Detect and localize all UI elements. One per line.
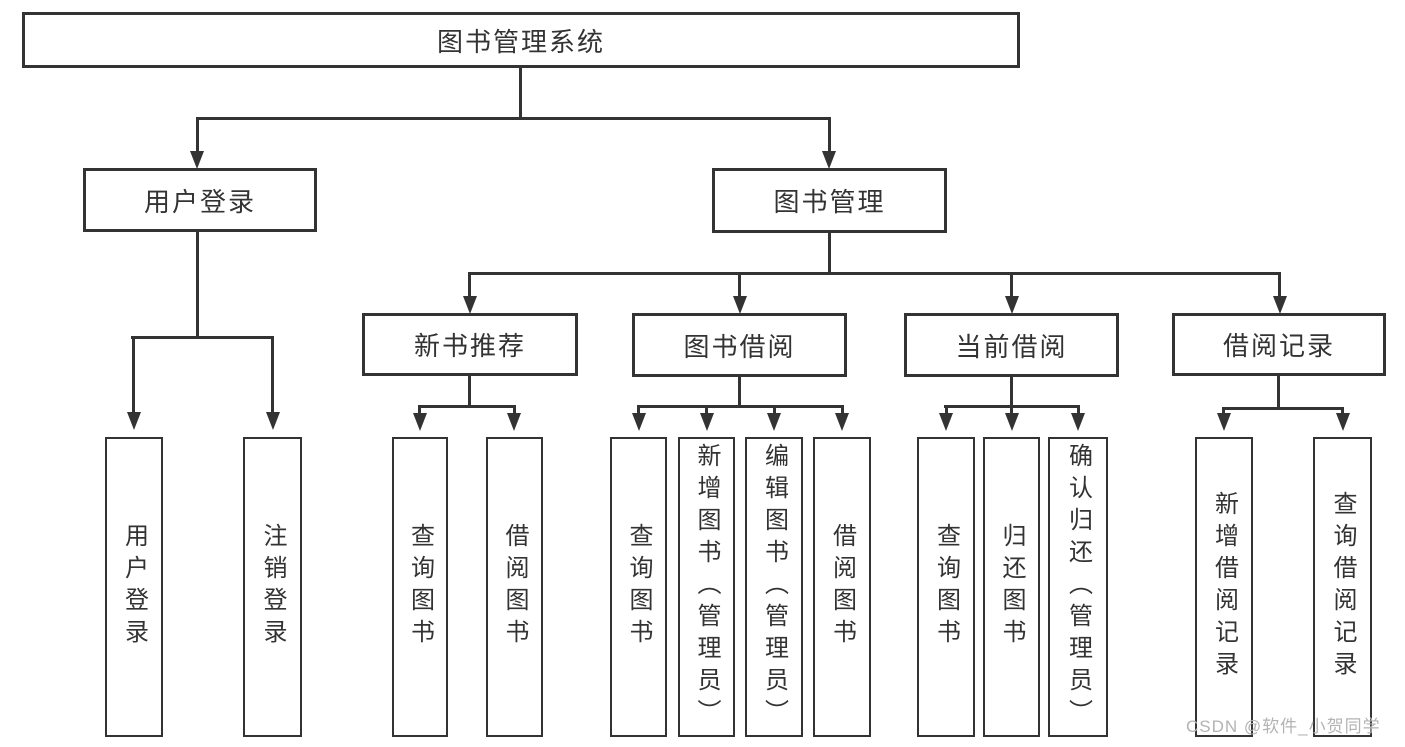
connector-line <box>637 405 640 415</box>
connector-line <box>841 405 844 415</box>
leaf-label: 新增图书（管理员） <box>693 443 720 731</box>
arrowhead-icon <box>632 413 646 431</box>
arrowhead-icon <box>700 413 714 431</box>
connector-line <box>468 272 471 298</box>
connector-line <box>196 117 199 153</box>
arrowhead-icon <box>835 413 849 431</box>
leaf-label: 确认归还（管理员） <box>1064 443 1092 731</box>
arrowhead-icon <box>1005 296 1019 314</box>
leaf-label: 注销登录 <box>259 523 286 651</box>
connector-line <box>1222 407 1344 410</box>
connector-line <box>738 374 741 407</box>
leaf-label: 查询借阅记录 <box>1329 491 1356 683</box>
node-new-book-recommend: 新书推荐 <box>362 313 578 376</box>
arrowhead-icon <box>1071 413 1085 431</box>
connector-line <box>945 405 948 415</box>
leaf-label: 借阅图书 <box>828 523 856 651</box>
leaf-query-borrow-record: 查询借阅记录 <box>1313 437 1372 737</box>
leaf-label: 查询图书 <box>625 523 652 651</box>
connector-line <box>271 336 274 414</box>
connector-line <box>738 272 741 298</box>
node-label: 图书管理 <box>773 187 886 217</box>
arrowhead-icon <box>1005 413 1019 431</box>
leaf-label: 新增借阅记录 <box>1210 491 1238 683</box>
node-book-borrowing: 图书借阅 <box>632 313 847 377</box>
connector-line <box>1341 407 1344 415</box>
node-label: 新书推荐 <box>413 331 526 361</box>
arrowhead-icon <box>507 413 521 431</box>
arrowhead-icon <box>127 412 141 430</box>
arrowhead-icon <box>1217 413 1231 431</box>
leaf-edit-books-admin: 编辑图书（管理员） <box>745 437 803 737</box>
node-label: 当前借阅 <box>955 331 1068 362</box>
leaf-label: 查询图书 <box>932 523 960 651</box>
leaf-logout: 注销登录 <box>243 437 302 737</box>
connector-line <box>1010 272 1013 298</box>
arrowhead-icon <box>767 413 781 431</box>
connector-line <box>132 336 135 414</box>
leaf-return-books: 归还图书 <box>983 437 1040 737</box>
leaf-label: 用户登录 <box>120 523 148 651</box>
leaf-query-books-borrowing: 查询图书 <box>610 437 667 737</box>
connector-line <box>519 67 522 118</box>
connector-line <box>1222 407 1225 415</box>
node-label: 图书借阅 <box>683 331 796 362</box>
arrowhead-icon <box>822 151 836 169</box>
leaf-borrow-books-recommend: 借阅图书 <box>486 437 543 737</box>
connector-line <box>468 272 1281 275</box>
node-current-borrowing: 当前借阅 <box>904 313 1119 377</box>
leaf-label: 编辑图书（管理员） <box>760 443 788 731</box>
arrowhead-icon <box>1273 296 1287 314</box>
leaf-add-borrow-record: 新增借阅记录 <box>1195 437 1253 737</box>
node-library-management-system: 图书管理系统 <box>22 12 1020 68</box>
leaf-user-login: 用户登录 <box>105 437 163 737</box>
connector-line <box>828 231 831 275</box>
node-book-management: 图书管理 <box>712 168 947 233</box>
node-label: 用户登录 <box>143 186 256 217</box>
leaf-label: 归还图书 <box>998 523 1025 651</box>
arrowhead-icon <box>939 413 953 431</box>
leaf-label: 查询图书 <box>406 523 434 651</box>
node-label: 图书管理系统 <box>436 26 605 57</box>
connector-line <box>196 230 199 338</box>
connector-line <box>773 405 776 415</box>
leaf-add-books-admin: 新增图书（管理员） <box>678 437 735 737</box>
connector-line <box>468 374 471 407</box>
connector-line <box>1010 405 1013 415</box>
node-user-login: 用户登录 <box>83 168 317 232</box>
arrowhead-icon <box>733 296 747 314</box>
connector-line <box>196 117 831 120</box>
node-label: 借阅记录 <box>1222 331 1335 361</box>
csdn-watermark: CSDN @软件_小贺同学 <box>1186 717 1381 736</box>
connector-line <box>1010 374 1013 407</box>
connector-line <box>1077 405 1080 415</box>
arrowhead-icon <box>190 151 204 169</box>
connector-line <box>828 117 831 153</box>
connector-line <box>705 405 708 415</box>
leaf-borrow-books: 借阅图书 <box>813 437 871 737</box>
leaf-query-books-recommend: 查询图书 <box>392 437 448 737</box>
leaf-query-books-current: 查询图书 <box>917 437 975 737</box>
connector-line <box>1278 272 1281 298</box>
arrowhead-icon <box>266 412 280 430</box>
connector-line <box>418 405 516 408</box>
leaf-label: 借阅图书 <box>501 523 528 651</box>
connector-line <box>418 405 421 415</box>
arrowhead-icon <box>413 413 427 431</box>
arrowhead-icon <box>1336 413 1350 431</box>
connector-line <box>1277 374 1280 410</box>
connector-line <box>637 405 844 408</box>
connector-line <box>131 336 274 339</box>
leaf-confirm-return-admin: 确认归还（管理员） <box>1048 437 1108 737</box>
connector-line <box>513 405 516 415</box>
arrowhead-icon <box>463 296 477 314</box>
node-borrowing-records: 借阅记录 <box>1172 313 1386 376</box>
